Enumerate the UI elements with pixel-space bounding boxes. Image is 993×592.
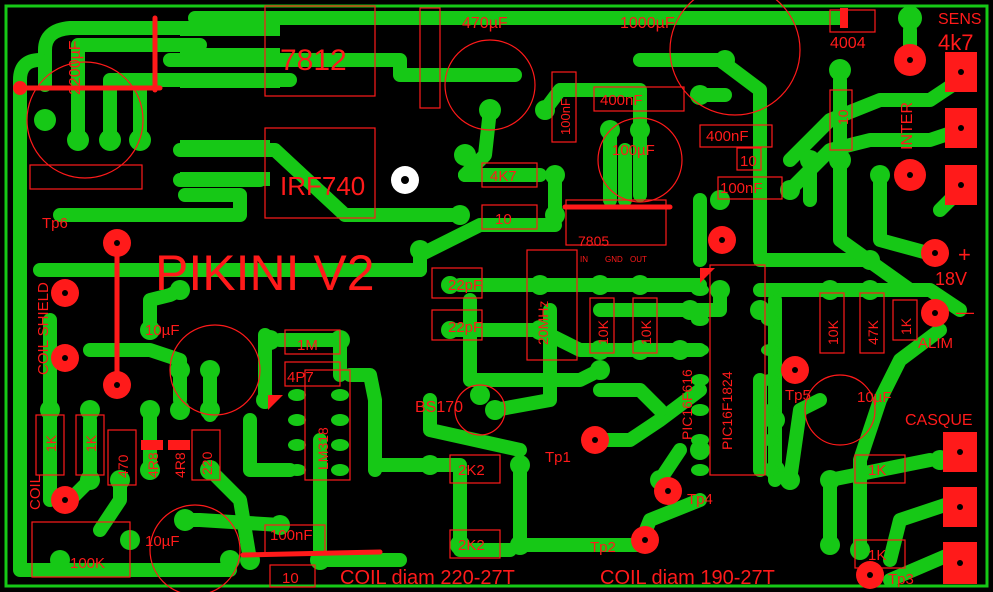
label-r1m: 1M bbox=[297, 337, 318, 354]
label-c400n-a: 400nF bbox=[600, 92, 643, 109]
ic-pin-pads bbox=[288, 284, 779, 476]
label-pic16f616: PIC16F616 bbox=[679, 369, 695, 440]
label-c22p-a: 22pF bbox=[448, 277, 482, 294]
label-tp4: Tp4 bbox=[687, 491, 713, 508]
label-7805-in: IN bbox=[580, 255, 588, 264]
label-4004: 4004 bbox=[830, 35, 866, 52]
label-r10-d: 10 bbox=[282, 570, 299, 587]
label-r4r8-b: 4R8 bbox=[172, 452, 188, 478]
label-r10k-c: 10K bbox=[825, 319, 841, 345]
label-r1k-b: 1K bbox=[83, 434, 99, 452]
label-r10-b: 10 bbox=[495, 211, 512, 228]
label-c10u-b: 10µF bbox=[145, 533, 180, 550]
label-r2k2-a: 2K2 bbox=[458, 462, 485, 479]
label-c2200: 2200µF bbox=[67, 40, 84, 95]
label-coil-190: COIL diam 190-27T bbox=[600, 567, 775, 589]
label-c100u: 100µF bbox=[612, 142, 655, 159]
label-tp3: Tp3 bbox=[888, 571, 914, 588]
label-c10u-c: 10µF bbox=[857, 389, 892, 406]
label-r1k-d: 1K bbox=[868, 547, 886, 564]
label-coil-shield: COIL SHIELD bbox=[35, 282, 52, 375]
label-c400n-b: 400nF bbox=[706, 128, 749, 145]
label-c100n-vertical: 100nF bbox=[558, 98, 573, 135]
label-7805-out: OUT bbox=[630, 255, 647, 264]
label-r1k-alim: 1K bbox=[898, 317, 914, 335]
silkscreen bbox=[26, 0, 918, 592]
pad-holes bbox=[62, 57, 964, 578]
label-c10u-a: 10µF bbox=[145, 322, 180, 339]
label-7812: 7812 bbox=[280, 44, 347, 77]
label-bs170: BS170 bbox=[415, 399, 463, 416]
label-r10k-b: 10K bbox=[638, 319, 654, 345]
label-r470: 470 bbox=[115, 454, 131, 478]
label-coil: COIL bbox=[27, 475, 44, 510]
label-plus: + bbox=[958, 242, 971, 267]
pads bbox=[34, 6, 950, 570]
label-7805: 7805 bbox=[578, 233, 609, 249]
label-tp6: Tp6 bbox=[42, 215, 68, 232]
label-r2k2-b: 2K2 bbox=[458, 537, 485, 554]
label-minus: — bbox=[956, 302, 974, 322]
label-inter: INTER bbox=[899, 102, 916, 150]
label-4k7-sens: 4k7 bbox=[938, 30, 973, 55]
label-r220: 220 bbox=[199, 451, 215, 475]
label-alim: ALIM bbox=[918, 335, 953, 352]
label-r10k-a: 10K bbox=[595, 319, 611, 345]
label-r47k: 47K bbox=[865, 319, 881, 345]
label-casque: CASQUE bbox=[905, 412, 973, 429]
label-tp2: Tp2 bbox=[590, 539, 616, 556]
label-c100n-b: 100nF bbox=[720, 180, 763, 197]
label-c4p7: 4P7 bbox=[287, 369, 314, 386]
label-7805-gnd: GND bbox=[605, 255, 623, 264]
label-pic16f1824: PIC16F1824 bbox=[719, 371, 735, 450]
label-c22p-b: 22pF bbox=[448, 319, 482, 336]
label-c100n-c: 100nF bbox=[270, 527, 313, 544]
label-coil-220: COIL diam 220-27T bbox=[340, 567, 515, 589]
label-20mhz: 20MHz bbox=[535, 301, 551, 345]
label-r1k-a: 1K bbox=[43, 434, 59, 452]
red-pads bbox=[13, 44, 977, 589]
jumpers bbox=[21, 15, 673, 558]
label-sens: SENS bbox=[938, 11, 982, 28]
label-lm318: LM318 bbox=[315, 427, 331, 470]
label-tp1: Tp1 bbox=[545, 449, 571, 466]
label-18v: 18V bbox=[935, 269, 967, 289]
board-title: PIKINI V2 bbox=[155, 245, 375, 301]
label-c470: 470µF bbox=[462, 15, 508, 32]
label-r1k-c: 1K bbox=[868, 462, 886, 479]
label-r4r8-a: 4R8 bbox=[145, 452, 161, 478]
silk-fills bbox=[141, 8, 848, 450]
label-irf740: IRF740 bbox=[280, 171, 365, 201]
label-tp5: Tp5 bbox=[785, 387, 811, 404]
board-edge bbox=[4, 4, 989, 588]
label-r4k7: 4K7 bbox=[490, 168, 517, 185]
label-pot: 100K bbox=[70, 555, 105, 572]
label-r10-a: 10 bbox=[740, 153, 757, 170]
label-r10-c: 10 bbox=[835, 109, 851, 125]
label-c1000: 1000µF bbox=[620, 15, 675, 32]
